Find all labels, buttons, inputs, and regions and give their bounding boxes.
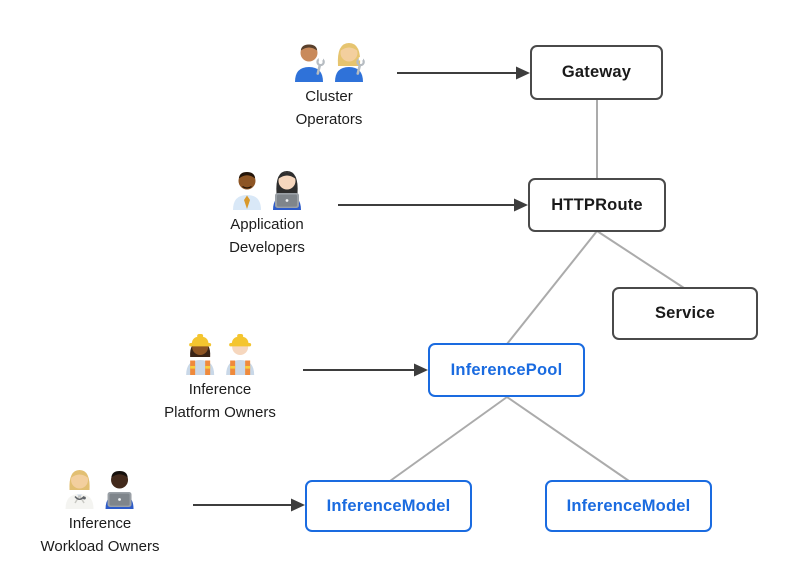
edge-inferencepool-inferencemodel-right [506,396,630,482]
node-service: Service [612,287,758,340]
persona-inference-workload-owners: Inference Workload Owners [40,465,160,558]
arrow-workload-owners-inferencemodel [193,498,305,512]
edge-httproute-inferencepool [506,230,598,345]
wrench-icon [316,57,325,75]
man-mechanic-icon [295,44,325,82]
man-technologist-icon [106,471,134,509]
inference-platform-owners-icons [182,331,258,375]
man-office-worker-icon [233,172,261,210]
application-developers-icons [229,166,305,210]
persona-inference-platform-owners: Inference Platform Owners [164,331,276,424]
woman-mechanic-icon [335,43,365,82]
health-worker-icon [66,470,94,509]
node-gateway: Gateway [530,45,663,100]
arrow-application-developers-httproute [338,198,528,212]
persona-label: Application Developers [229,216,305,256]
wrench-icon [356,57,365,75]
persona-application-developers: Application Developers [229,166,305,259]
node-httproute: HTTPRoute [528,178,666,232]
node-inferencemodel-right: InferenceModel [545,480,712,532]
laptop-icon [108,492,132,507]
persona-label: Cluster Operators [295,88,363,128]
inference-workload-owners-icons [62,465,138,509]
arrow-cluster-operators-gateway [397,66,530,80]
node-inferencemodel-left: InferenceModel [305,480,472,532]
hard-hat-icon [228,334,251,347]
cluster-operators-icons [291,38,367,82]
arrow-platform-owners-inferencepool [303,363,428,377]
persona-label: Inference Platform Owners [164,381,276,421]
woman-technologist-icon [273,171,301,210]
persona-cluster-operators: Cluster Operators [291,38,367,131]
man-construction-worker-icon [225,334,254,375]
edge-httproute-service [596,230,685,289]
persona-label: Inference Workload Owners [40,515,160,555]
laptop-icon [275,193,299,208]
node-inferencepool: InferencePool [428,343,585,397]
woman-construction-worker-icon [185,334,214,375]
edge-inferencepool-inferencemodel-left [389,396,508,482]
hard-hat-icon [188,334,211,347]
